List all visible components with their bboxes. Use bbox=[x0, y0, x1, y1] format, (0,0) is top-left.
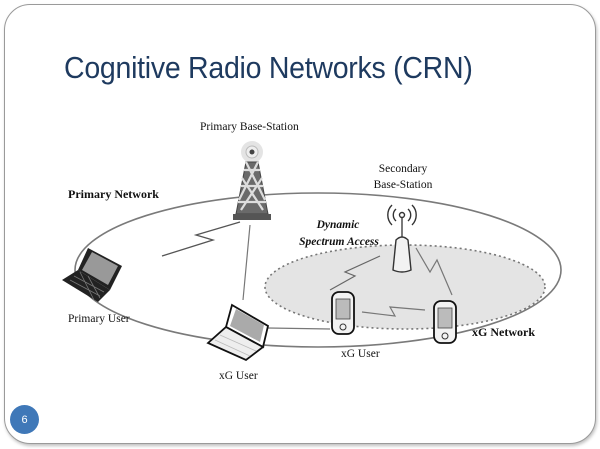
primary-network-ellipse bbox=[74, 192, 562, 348]
label-spectrum-access: Spectrum Access bbox=[299, 236, 379, 248]
label-dynamic: Dynamic bbox=[316, 219, 360, 231]
xg-network-pda-icon bbox=[433, 300, 457, 344]
label-xg-network: xG Network bbox=[472, 325, 535, 339]
label-primary-user: Primary User bbox=[68, 313, 130, 325]
label-secondary-base-station-1: Secondary bbox=[379, 163, 428, 175]
label-xg-user-pda: xG User bbox=[341, 348, 380, 360]
link-tower-to-xg-laptop bbox=[242, 224, 251, 301]
slide-frame bbox=[4, 4, 596, 444]
link-xg-user-to-laptop bbox=[267, 327, 331, 330]
page-number-badge: 6 bbox=[10, 405, 39, 434]
xg-user-pda-icon bbox=[331, 291, 355, 335]
label-xg-user-laptop: xG User bbox=[219, 370, 258, 382]
link-primary-user-to-tower bbox=[161, 221, 241, 257]
label-primary-network: Primary Network bbox=[68, 187, 159, 201]
link-xg-user-to-xg-network bbox=[361, 306, 426, 317]
label-primary-base-station: Primary Base-Station bbox=[200, 121, 299, 133]
primary-user-laptop-icon bbox=[62, 248, 122, 302]
label-secondary-base-station-2: Base-Station bbox=[374, 179, 433, 191]
tower-icon bbox=[233, 141, 271, 220]
slide-title: Cognitive Radio Networks (CRN) bbox=[64, 50, 473, 85]
link-secondary-to-xg-user bbox=[329, 255, 381, 291]
link-secondary-to-xg-network bbox=[415, 247, 453, 296]
xg-user-laptop-icon bbox=[206, 303, 270, 362]
antenna-icon bbox=[387, 204, 417, 273]
